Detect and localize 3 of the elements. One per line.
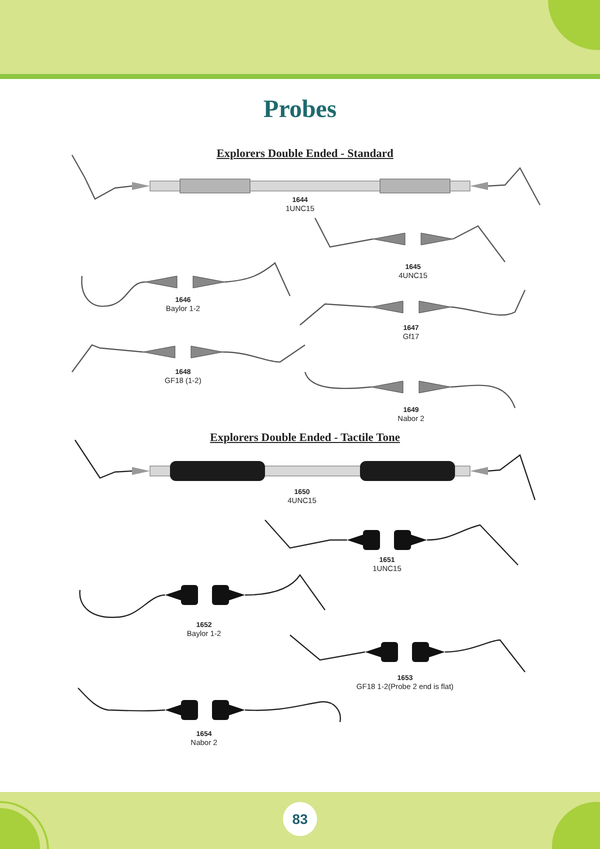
section-heading: Explorers Double Ended - Standard — [216, 149, 394, 160]
section-heading: Explorers Double Ended - Tactile Tone — [210, 433, 400, 444]
page-title: Probes — [262, 96, 338, 124]
